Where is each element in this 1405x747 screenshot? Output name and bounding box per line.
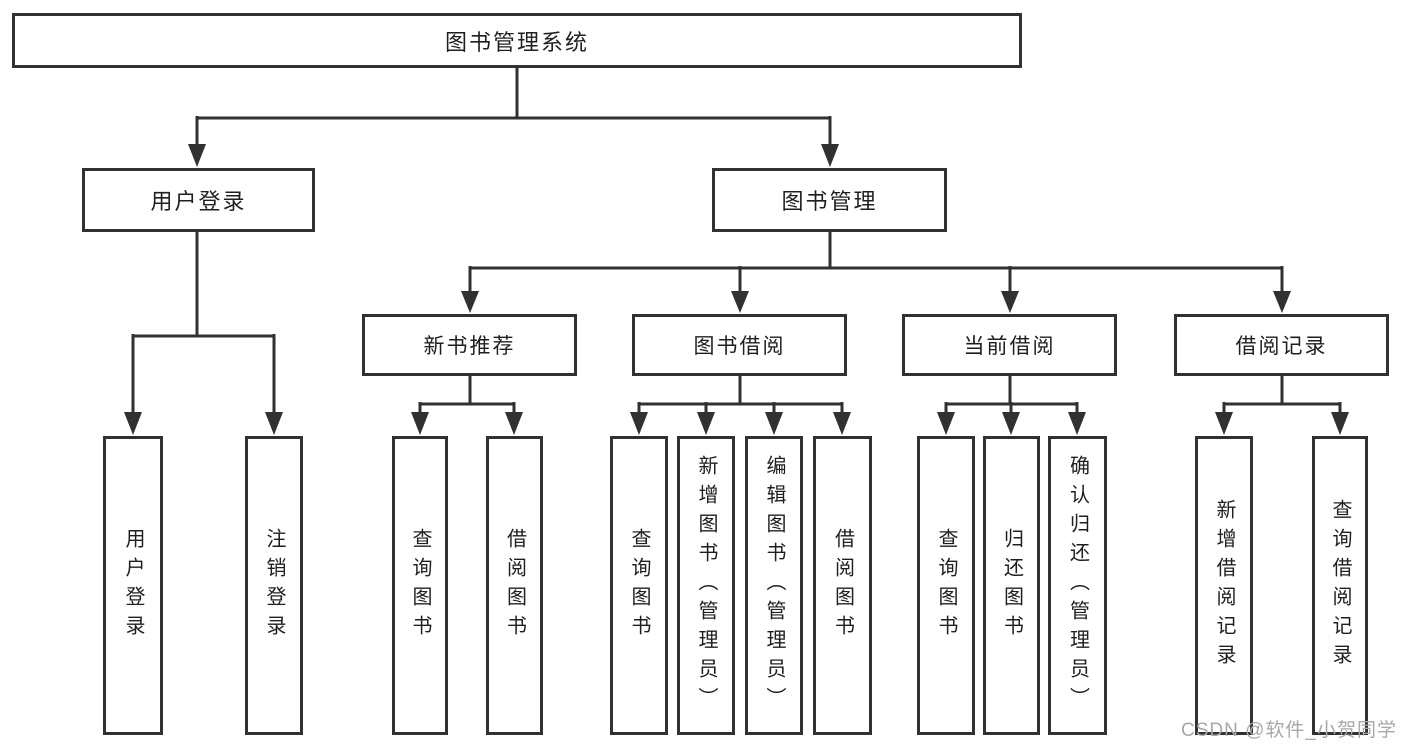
node-borrow-records-label: 借阅记录	[1235, 335, 1328, 358]
node-current-borrow-label: 当前借阅	[963, 335, 1056, 358]
leaf-query-books-borrow-label: 查询图书	[628, 527, 650, 644]
leaf-user-login-label: 用户登录	[122, 527, 144, 644]
node-new-book-recommend: 新书推荐	[362, 314, 577, 376]
node-book-borrow: 图书借阅	[632, 314, 847, 376]
leaf-borrow-books-label: 借阅图书	[831, 527, 854, 644]
leaf-add-borrow-record: 新增借阅记录	[1195, 436, 1253, 735]
node-current-borrow: 当前借阅	[902, 314, 1117, 376]
node-user-login-label: 用户登录	[150, 189, 247, 214]
leaf-borrow-books-recommend-label: 借阅图书	[503, 527, 526, 644]
leaf-query-borrow-record: 查询借阅记录	[1312, 436, 1368, 735]
leaf-add-borrow-record-label: 新增借阅记录	[1213, 498, 1235, 673]
node-book-management: 图书管理	[712, 168, 947, 232]
leaf-return-books-label: 归还图书	[1000, 527, 1023, 644]
node-book-borrow-label: 图书借阅	[693, 335, 786, 358]
leaf-query-books-recommend-label: 查询图书	[409, 527, 431, 644]
leaf-borrow-books-recommend: 借阅图书	[486, 436, 543, 735]
leaf-query-books-current: 查询图书	[917, 436, 975, 735]
leaf-query-books-current-label: 查询图书	[935, 527, 957, 644]
leaf-query-books-borrow: 查询图书	[610, 436, 668, 735]
leaf-user-login: 用户登录	[103, 436, 163, 735]
leaf-query-borrow-record-label: 查询借阅记录	[1329, 498, 1351, 673]
node-borrow-records: 借阅记录	[1174, 314, 1389, 376]
node-new-book-recommend-label: 新书推荐	[423, 335, 516, 358]
leaf-borrow-books: 借阅图书	[813, 436, 872, 735]
node-book-management-label: 图书管理	[781, 189, 878, 214]
node-root-system-label: 图书管理系统	[444, 29, 589, 55]
leaf-confirm-return-admin-label: 确认归还（管理员）	[1066, 455, 1089, 716]
node-user-login: 用户登录	[82, 168, 315, 232]
leaf-return-books: 归还图书	[983, 436, 1040, 735]
leaf-logout-login-label: 注销登录	[263, 527, 285, 644]
leaf-edit-books-admin-label: 编辑图书（管理员）	[763, 455, 785, 716]
arrowheads	[124, 144, 1349, 435]
leaf-add-books-admin-label: 新增图书（管理员）	[695, 455, 717, 716]
leaf-query-books-recommend: 查询图书	[392, 436, 448, 735]
node-root-system: 图书管理系统	[12, 13, 1022, 68]
leaf-add-books-admin: 新增图书（管理员）	[677, 436, 735, 735]
watermark: CSDN @软件_小贺同学	[1181, 720, 1397, 741]
leaf-edit-books-admin: 编辑图书（管理员）	[745, 436, 803, 735]
leaf-confirm-return-admin: 确认归还（管理员）	[1048, 436, 1107, 735]
leaf-logout-login: 注销登录	[245, 436, 303, 735]
